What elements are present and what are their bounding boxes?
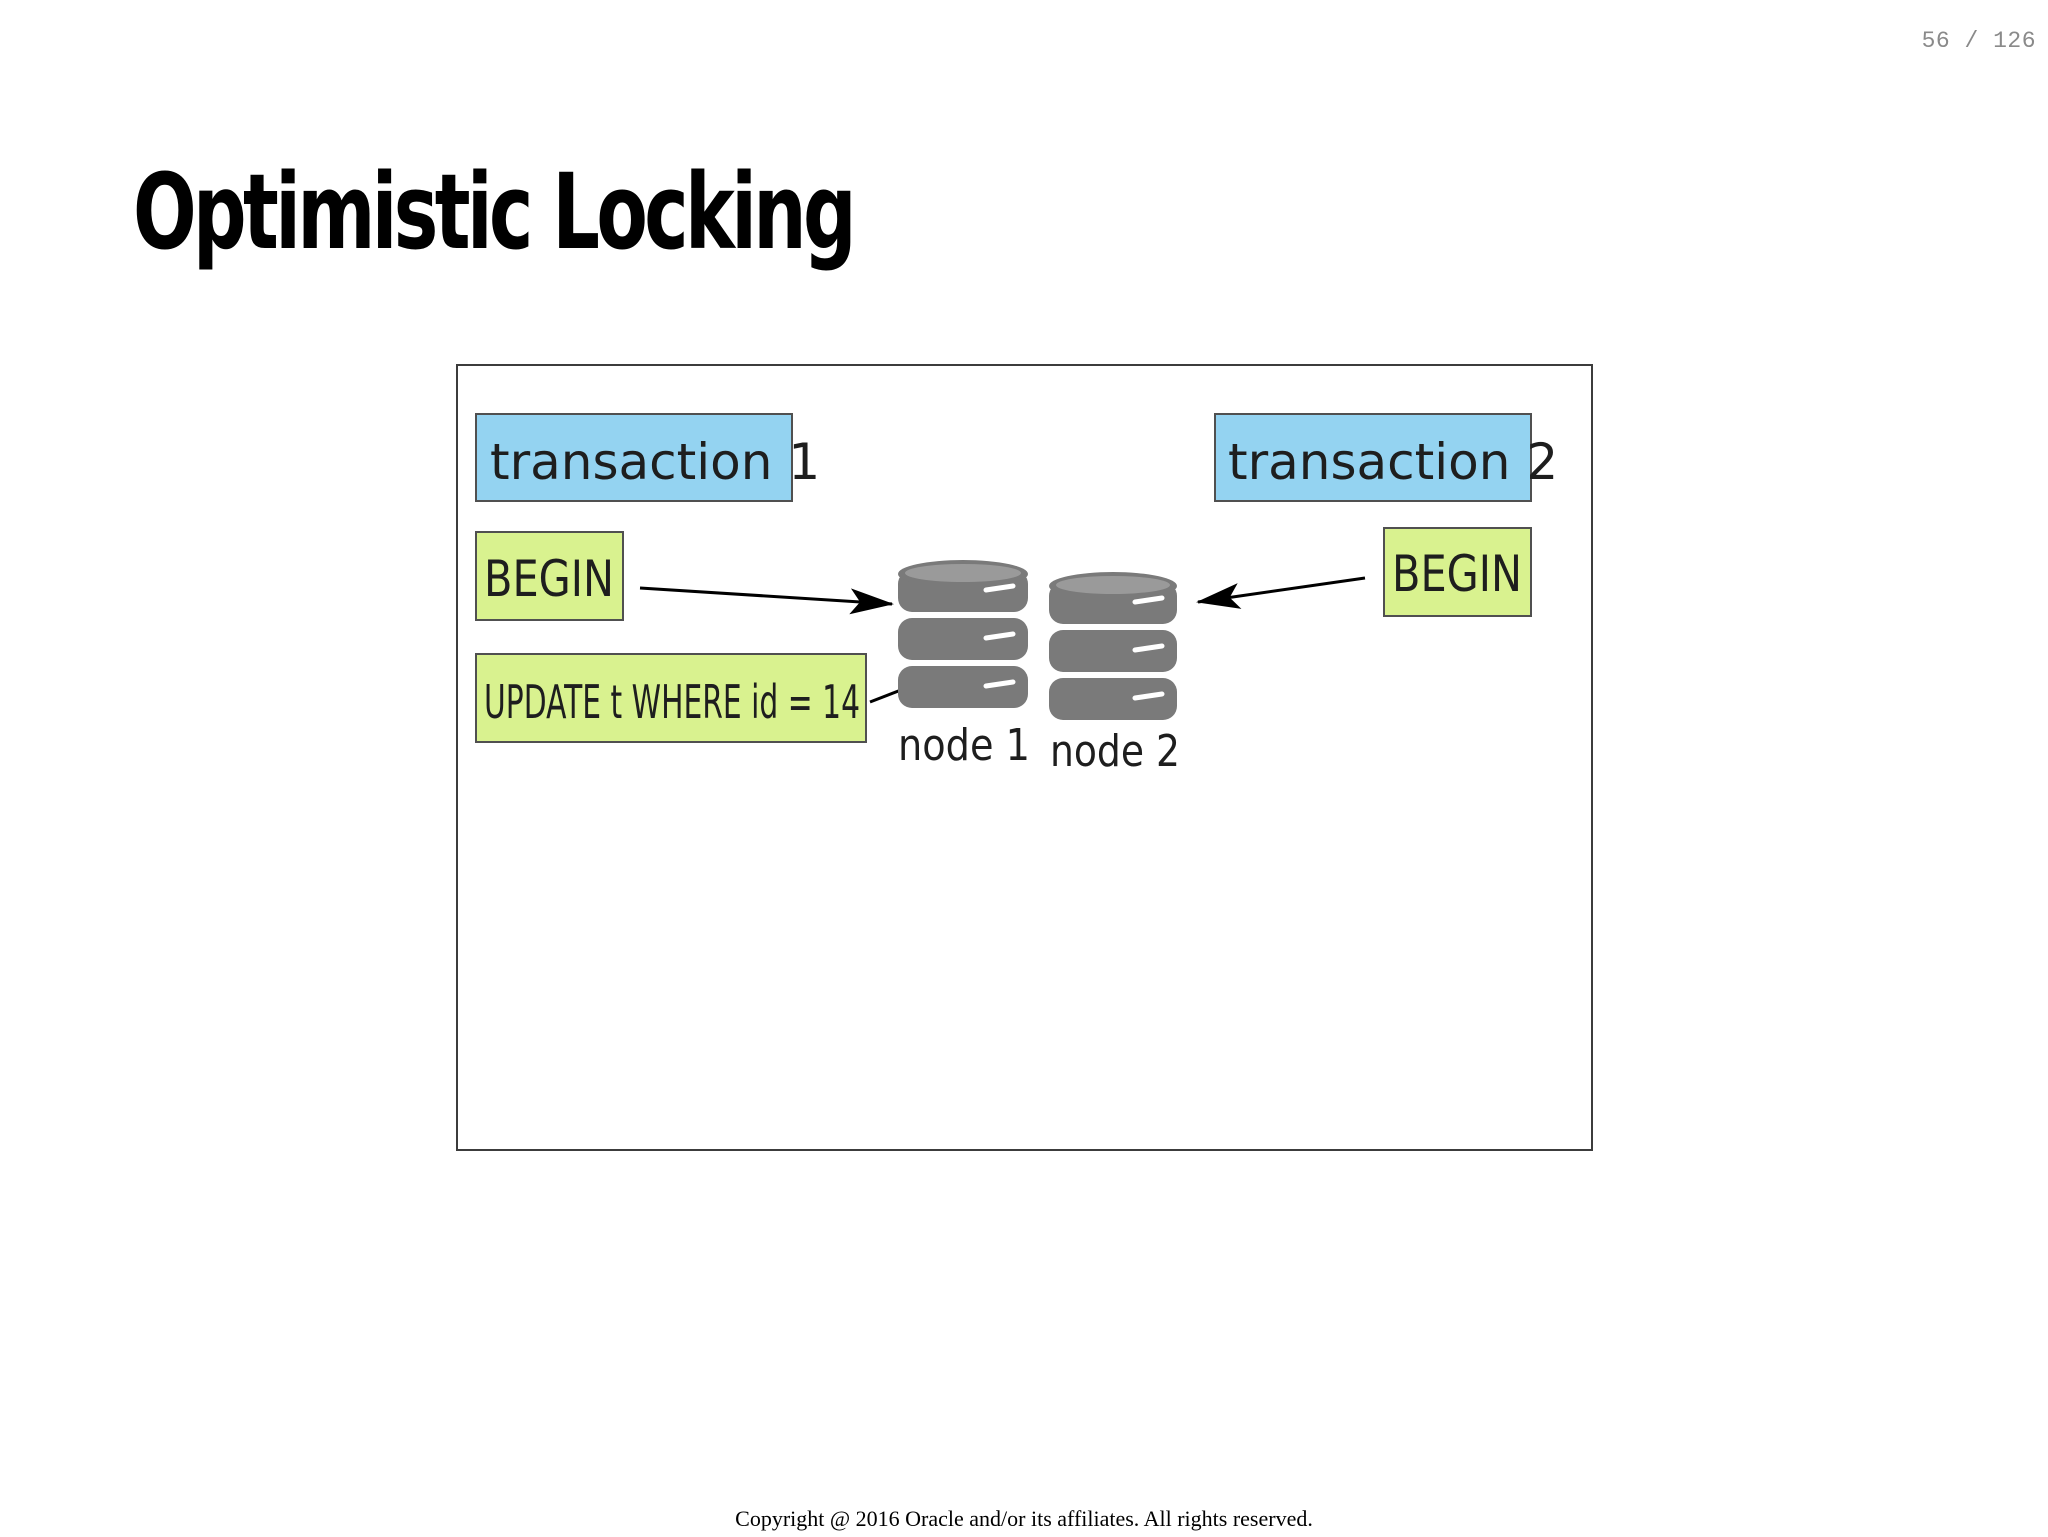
arrow-begin-1-to-node-1 [639, 586, 894, 615]
update-statement-box: UPDATE t WHERE id = 14 [475, 653, 867, 743]
node-1-label: node 1 [898, 720, 1030, 771]
begin-2-box: BEGIN [1383, 527, 1532, 617]
begin-2-label: BEGIN [1392, 545, 1522, 603]
transaction-2-label: transaction 2 [1228, 433, 1558, 491]
transaction-1-box: transaction 1 [475, 413, 820, 502]
optimistic-locking-diagram: transaction 1 transaction 2 BEGIN BEGIN … [475, 413, 1558, 777]
slide-title: Optimistic Locking [133, 151, 857, 273]
begin-1-box: BEGIN [475, 531, 624, 621]
transaction-1-label: transaction 1 [490, 433, 820, 491]
node-2-database-icon [1049, 572, 1177, 720]
page-counter: 56 / 126 [1921, 28, 2036, 54]
diagram-frame: transaction 1 transaction 2 BEGIN BEGIN … [456, 364, 1593, 1151]
update-statement-label: UPDATE t WHERE id = 14 [484, 675, 860, 729]
arrow-begin-2-to-node-2 [1196, 576, 1366, 609]
node-2-label: node 2 [1050, 726, 1180, 777]
node-1-database-icon [898, 560, 1028, 708]
copyright-footer: Copyright @ 2016 Oracle and/or its affil… [735, 1506, 1313, 1531]
transaction-2-box: transaction 2 [1214, 413, 1558, 502]
begin-1-label: BEGIN [484, 550, 614, 608]
